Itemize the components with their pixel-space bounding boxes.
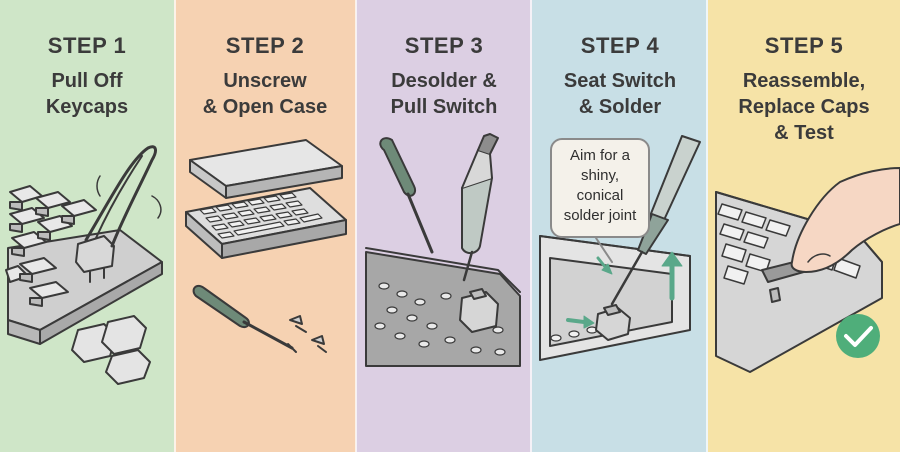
callout-line-3: conical — [576, 187, 624, 204]
step-1-title-line-2: Keycaps — [45, 96, 129, 118]
step-5-title: Reassemble, Replace Caps & Test — [708, 68, 900, 146]
keyboard-case-icon — [185, 139, 347, 259]
soldering-iron-icon — [539, 135, 701, 361]
callout-line-2: shiny, — [580, 167, 620, 184]
step-4-title: Seat Switch & Solder — [532, 68, 708, 120]
step-5-title-line-2: Replace Caps — [738, 96, 870, 118]
solder-tip-callout: Aim for a shiny, conical solder joint — [550, 138, 650, 238]
step-2-title: Unscrew & Open Case — [174, 68, 356, 120]
step-1-panel: STEP 1 Pull Off Keycaps — [0, 0, 174, 452]
keyboard-step1-illustration — [5, 145, 163, 385]
step-1-title-line-1: Pull Off — [51, 70, 123, 92]
panel-divider — [706, 0, 708, 452]
step-5-title-line-1: Reassemble, — [742, 70, 866, 92]
step-3-label: STEP 3 — [404, 33, 484, 58]
panel-divider — [530, 0, 532, 452]
keyboard-step5-illustration — [715, 167, 900, 373]
step-5-title-line-3: & Test — [774, 122, 834, 144]
checkmark-icon — [836, 314, 880, 358]
step-1-label: STEP 1 — [47, 33, 127, 58]
step-5-label: STEP 5 — [764, 33, 844, 58]
step-2-label: STEP 2 — [225, 33, 305, 58]
panel-divider — [355, 0, 357, 452]
step-2-title-line-2: & Open Case — [202, 96, 328, 118]
panel-divider — [174, 0, 176, 452]
step-3-panel: STEP 3 Desolder & Pull Switch — [356, 0, 532, 452]
step-3-title-line-1: Desolder & — [391, 70, 497, 92]
callout-line-1: Aim for a — [569, 147, 630, 164]
step-4-label: STEP 4 — [580, 33, 660, 58]
screwdriver-icon — [192, 284, 327, 353]
step-2-title-line-1: Unscrew — [223, 70, 307, 92]
callout-line-4: solder joint — [563, 207, 637, 224]
step-3-title: Desolder & Pull Switch — [356, 68, 532, 120]
step-4-title-line-1: Seat Switch — [563, 70, 677, 92]
step-3-title-line-2: Pull Switch — [390, 96, 498, 118]
step-4-title-line-2: & Solder — [578, 96, 662, 118]
desoldering-pump-icon — [365, 133, 521, 367]
step-1-title: Pull Off Keycaps — [0, 68, 174, 120]
